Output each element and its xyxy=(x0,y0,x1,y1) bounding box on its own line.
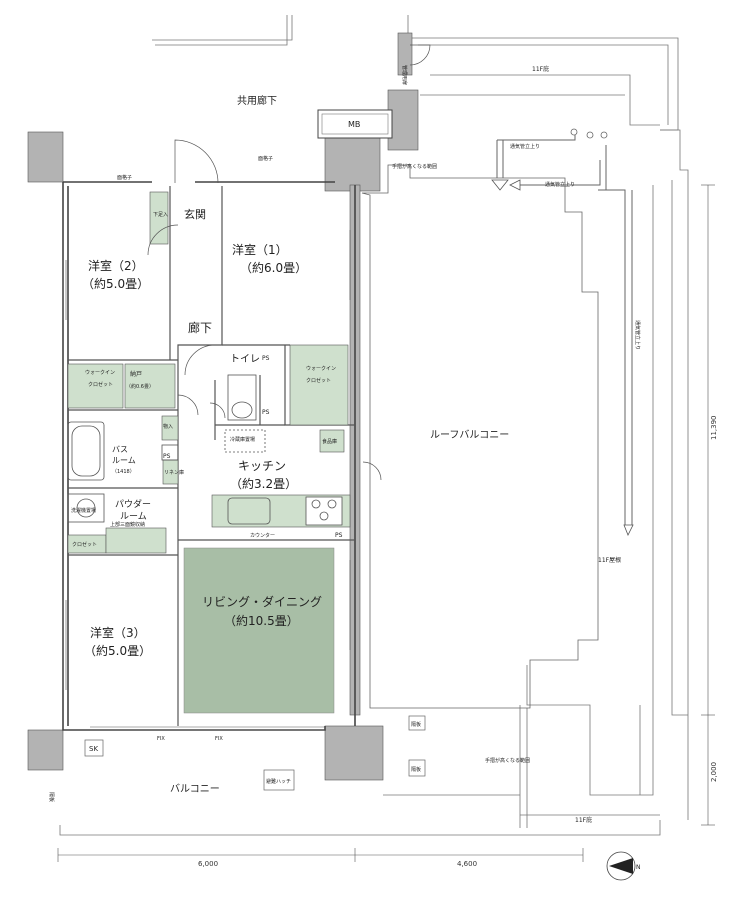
balcony-label: バルコニー xyxy=(170,783,220,795)
lattice-label-2: 面格子 xyxy=(258,155,273,162)
linen-label: リネン庫 xyxy=(164,469,184,476)
wic-right-label-1: ウォークイン xyxy=(306,365,336,372)
arrow-heads xyxy=(491,179,634,536)
windows xyxy=(62,230,351,731)
wic-left-label-1: ウォークイン xyxy=(85,369,115,376)
partition-label-2: 隔板 xyxy=(411,766,421,773)
dim-height-2: 2,000 xyxy=(710,762,718,782)
fridge-label: 冷蔵庫置場 xyxy=(230,436,255,443)
handrail-label-1: 手摺が高くなる範囲 xyxy=(392,163,437,170)
handrail-label-2: 手摺が高くなる範囲 xyxy=(485,757,530,764)
mgmt-label: 管理用扉 xyxy=(401,65,408,85)
bath-label-3: （1418） xyxy=(112,469,135,475)
room1-name: 洋室（1） xyxy=(232,242,288,257)
shoe-cabinet-label: 下足入 xyxy=(153,212,168,218)
ps-label-4: PS xyxy=(335,532,343,539)
lattice-label-1: 面格子 xyxy=(117,174,132,181)
upper-shelf-label: 上部三面鏡収納 xyxy=(110,521,145,528)
ps-label-2: PS xyxy=(262,409,270,416)
dimension-lines xyxy=(57,184,715,862)
roof-balcony-label: ルーフバルコニー xyxy=(430,429,509,441)
storage-box-label: 物入 xyxy=(163,423,173,430)
ps-label-3: PS xyxy=(163,453,171,460)
sk-label: SK xyxy=(89,745,98,753)
hallway-label: 廊下 xyxy=(188,320,212,335)
dim-height-1: 11,390 xyxy=(710,416,718,441)
exterior-lines xyxy=(59,15,689,836)
dim-width-1: 6,000 xyxy=(198,860,218,868)
common-corridor-label: 共用廊下 xyxy=(237,94,277,107)
storage-name: 納戸 xyxy=(130,370,142,378)
entrance-label: 玄関 xyxy=(184,207,206,221)
room2-name: 洋室（2） xyxy=(88,258,144,273)
fixtures xyxy=(67,374,343,526)
fix-label-1: FIX xyxy=(157,736,165,742)
mb-label: MB xyxy=(348,120,360,129)
hatch-and-partitions xyxy=(84,715,426,791)
fence-label: 隔板 xyxy=(48,792,55,802)
doors xyxy=(147,44,431,481)
toilet-label: トイレ xyxy=(230,354,260,365)
eave-bottom-label: 11F庇 xyxy=(575,816,592,824)
powder-label-2: ルーム xyxy=(120,511,147,522)
vent-label-3: 通気管立上り xyxy=(634,320,641,350)
room1-size: （約6.0畳） xyxy=(240,260,307,275)
kitchen-name: キッチン xyxy=(238,459,286,473)
living-name: リビング・ダイニング xyxy=(202,594,322,609)
ps-label-1: PS xyxy=(262,355,270,362)
roof-label: 11F屋根 xyxy=(598,556,621,564)
living-size: （約10.5畳） xyxy=(224,613,299,628)
pantry-label: 食品庫 xyxy=(322,438,337,445)
room3-name: 洋室（3） xyxy=(90,625,146,640)
dim-width-2: 4,600 xyxy=(457,860,477,868)
kitchen-size: （約3.2畳） xyxy=(230,476,297,491)
north-label: N xyxy=(636,864,641,871)
partition-label-1: 隔板 xyxy=(411,721,421,728)
closet-small-label: クロゼット xyxy=(72,541,97,548)
vent-circles xyxy=(570,128,608,139)
living-dining-floor xyxy=(183,547,335,714)
north-arrow-icon xyxy=(606,851,636,881)
eave-top-label: 11F庇 xyxy=(532,65,549,73)
wic-right-label-2: クロゼット xyxy=(306,377,331,384)
counter-label: カウンター xyxy=(250,532,275,539)
vent-label-2: 通気管立上り xyxy=(545,181,575,188)
washer-label: 洗濯機置場 xyxy=(71,507,96,514)
vent-pipes xyxy=(496,135,633,525)
powder-label-1: パウダー xyxy=(115,498,151,510)
bath-label-1: バス xyxy=(112,445,128,454)
roof-balcony-outline xyxy=(361,164,599,709)
wic-left-label-2: クロゼット xyxy=(88,381,113,388)
bath-label-2: ルーム xyxy=(112,456,136,465)
storage-size: （約0.6畳） xyxy=(126,383,154,390)
room2-size: （約5.0畳） xyxy=(82,276,149,291)
room3-size: （約5.0畳） xyxy=(84,643,151,658)
vent-label-1: 通気管立上り xyxy=(510,143,540,150)
evac-hatch-label: 避難ハッチ xyxy=(266,778,291,785)
fix-label-2: FIX xyxy=(215,736,223,742)
